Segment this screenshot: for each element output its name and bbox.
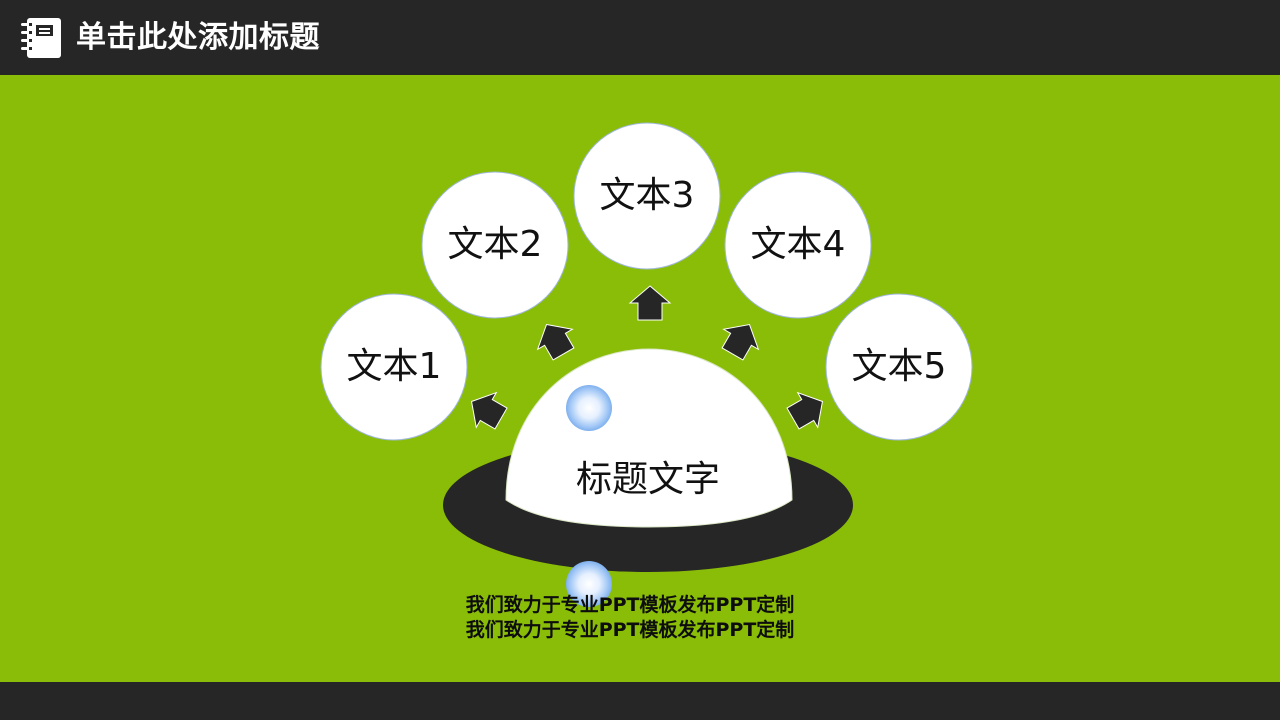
node-circle-1 bbox=[320, 293, 468, 441]
arrow-icon bbox=[628, 285, 672, 321]
arrow-icon bbox=[470, 391, 508, 430]
arrow-icon bbox=[721, 323, 760, 361]
caption-line-2[interactable]: 我们致力于专业PPT模板发布PPT定制 bbox=[465, 619, 795, 641]
bubble-decoration bbox=[566, 561, 612, 607]
node-circle-4 bbox=[724, 171, 872, 319]
header-bar: 单击此处添加标题 bbox=[0, 0, 1280, 75]
node-label-2[interactable]: 文本2 bbox=[447, 224, 543, 265]
node-circle-3 bbox=[573, 122, 721, 270]
bubble-decoration bbox=[566, 385, 612, 431]
footer-bar bbox=[0, 682, 1280, 720]
center-label[interactable]: 标题文字 bbox=[575, 459, 721, 500]
node-label-5[interactable]: 文本5 bbox=[851, 346, 947, 387]
notebook-icon bbox=[21, 18, 61, 58]
page-title[interactable]: 单击此处添加标题 bbox=[76, 20, 320, 55]
node-label-4[interactable]: 文本4 bbox=[750, 224, 846, 265]
arrow-icon bbox=[786, 391, 824, 430]
node-label-3[interactable]: 文本3 bbox=[599, 175, 695, 216]
node-label-1[interactable]: 文本1 bbox=[346, 346, 442, 387]
arrow-icon bbox=[536, 323, 575, 361]
node-circle-2 bbox=[421, 171, 569, 319]
node-circle-5 bbox=[825, 293, 973, 441]
caption-line-1[interactable]: 我们致力于专业PPT模板发布PPT定制 bbox=[465, 594, 795, 616]
